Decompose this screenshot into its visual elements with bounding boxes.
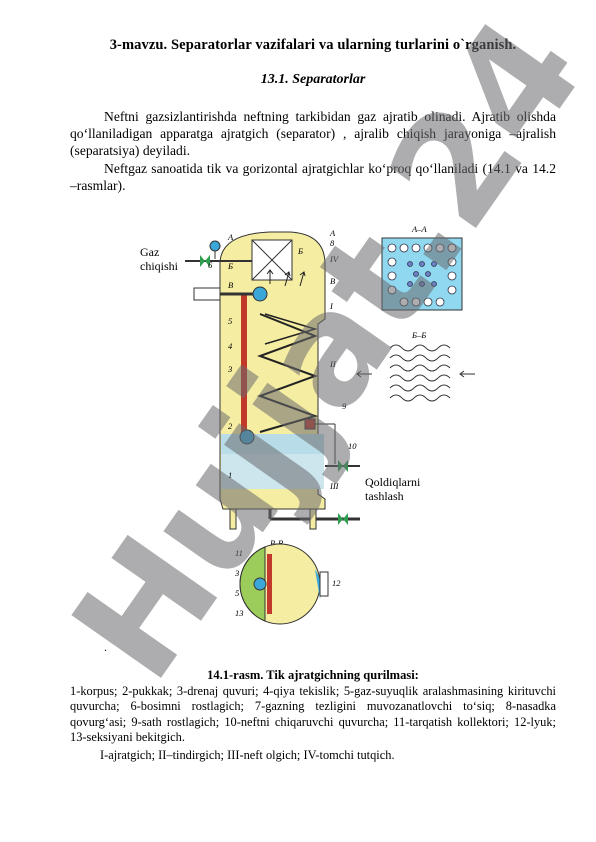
gas-outlet-label-2: chiqishi bbox=[140, 259, 179, 273]
pressure-regulator-icon bbox=[209, 240, 221, 252]
svg-text:5: 5 bbox=[235, 588, 239, 598]
svg-text:3: 3 bbox=[227, 364, 232, 374]
section-subheading: 13.1. Separatorlar bbox=[260, 72, 366, 87]
gas-outlet-label-1: Gaz bbox=[140, 245, 159, 259]
separator-figure: Gaz chiqishi Qoldiqlarni tashlash A A 8 … bbox=[140, 224, 475, 625]
document-heading: 3-mavzu. Separatorlar vazifalari va ular… bbox=[109, 37, 517, 53]
float-ball bbox=[239, 429, 255, 445]
svg-text:4: 4 bbox=[228, 341, 233, 351]
inclined-plates bbox=[257, 313, 319, 433]
grid-holes bbox=[387, 243, 457, 307]
figure-caption-legend: I-ajratgich; II–tindirgich; III-neft olg… bbox=[100, 748, 395, 762]
svg-text:A: A bbox=[227, 232, 234, 242]
stray-dot: . bbox=[104, 640, 107, 654]
svg-text:Б–Б: Б–Б bbox=[411, 330, 426, 340]
svg-text:11: 11 bbox=[235, 548, 243, 558]
svg-text:10: 10 bbox=[348, 441, 357, 451]
gas-outlet-valve bbox=[200, 255, 210, 267]
svg-text:A: A bbox=[329, 228, 336, 238]
paragraph-2: Neftgaz sanoatida tik va gorizontal ajra… bbox=[70, 161, 556, 193]
inlet-pipe bbox=[252, 286, 268, 302]
svg-text:A–A: A–A bbox=[411, 224, 427, 234]
residue-valve bbox=[338, 513, 348, 525]
svg-text:9: 9 bbox=[342, 401, 347, 411]
figure-caption-body: 1-korpus; 2-pukkak; 3-drenaj quvuri; 4-q… bbox=[70, 684, 556, 745]
drain-pipe bbox=[241, 294, 247, 434]
level-regulator bbox=[304, 418, 316, 430]
svg-text:Б: Б bbox=[227, 261, 233, 271]
svg-text:12: 12 bbox=[332, 578, 341, 588]
svg-text:В: В bbox=[228, 280, 233, 290]
svg-text:8: 8 bbox=[330, 238, 335, 248]
svg-text:1: 1 bbox=[228, 470, 232, 480]
svg-text:В-В: В-В bbox=[270, 538, 283, 548]
svg-text:Б: Б bbox=[297, 246, 303, 256]
residue-label-1: Qoldiqlarni bbox=[365, 475, 421, 489]
paragraph-1: Neftni gazsizlantirishda neftning tarkib… bbox=[70, 109, 556, 158]
oil-outlet-valve bbox=[338, 460, 348, 472]
svg-text:В: В bbox=[330, 276, 335, 286]
svg-text:IV: IV bbox=[329, 254, 340, 264]
section-bb-waves bbox=[389, 344, 451, 402]
svg-text:2: 2 bbox=[228, 421, 233, 431]
svg-text:II: II bbox=[329, 359, 337, 369]
svg-text:III: III bbox=[329, 481, 340, 491]
svg-text:5: 5 bbox=[228, 316, 232, 326]
residue-label-2: tashlash bbox=[365, 489, 404, 503]
svg-text:I: I bbox=[329, 301, 334, 311]
figure-caption-title: 14.1-rasm. Tik ajratgichning qurilmasi: bbox=[207, 668, 419, 682]
svg-text:3: 3 bbox=[234, 568, 239, 578]
svg-text:13: 13 bbox=[235, 608, 244, 618]
svg-text:6: 6 bbox=[208, 260, 213, 270]
